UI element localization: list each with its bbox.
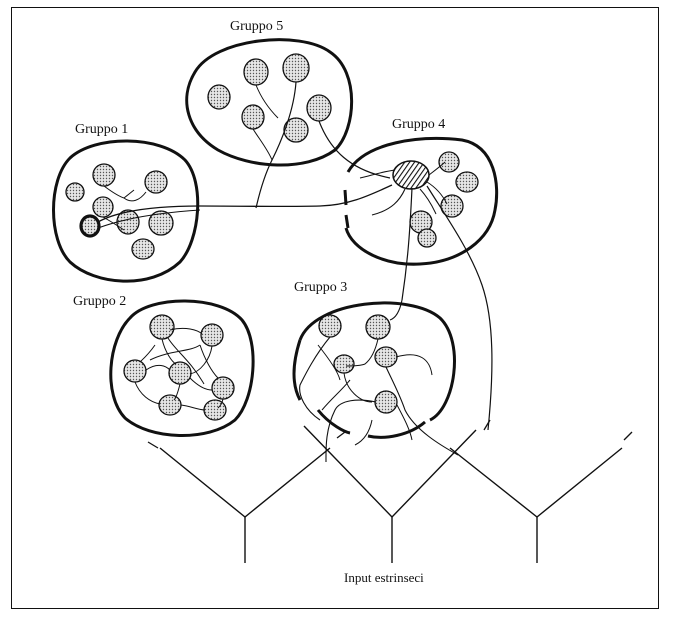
diagram-frame [11, 7, 659, 609]
